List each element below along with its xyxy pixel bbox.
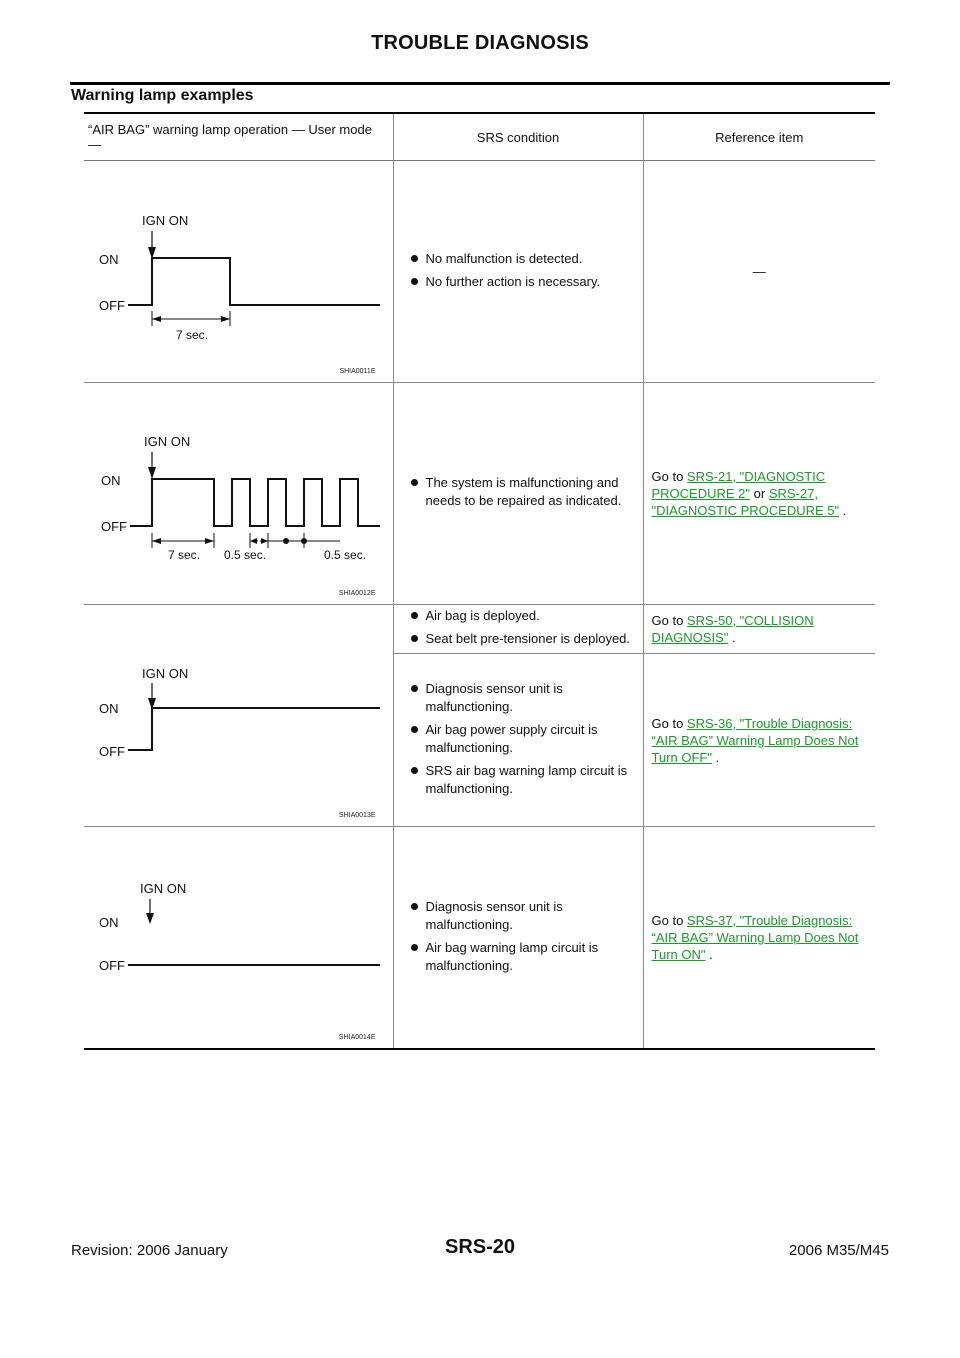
- reference-prefix: Go to: [651, 613, 687, 628]
- lamp-signal-line: [128, 707, 380, 751]
- column-header-condition: SRS condition: [392, 112, 643, 161]
- condition-item: The system is malfunctioning and needs t…: [410, 474, 643, 510]
- lamp-diagram-cell: IGN ON ON OFF 7 sec. SHIA0011E: [84, 160, 393, 383]
- ign-on-label: IGN ON: [142, 213, 188, 228]
- condition-item: Diagnosis sensor unit is malfunctioning.: [410, 898, 643, 934]
- on-label: ON: [99, 252, 119, 267]
- condition-cell: Air bag is deployed. Seat belt pre-tensi…: [392, 604, 643, 654]
- ign-on-label: IGN ON: [144, 434, 190, 449]
- table-row: Diagnosis sensor unit is malfunctioning.…: [84, 653, 875, 827]
- footer-revision: Revision: 2006 January: [71, 1242, 228, 1259]
- ign-on-label: IGN ON: [142, 666, 188, 681]
- lamp-diagram-cell: IGN ON ON OFF SHIA0014E: [84, 826, 393, 1050]
- ign-on-label: IGN ON: [140, 881, 186, 896]
- reference-cell: Go to SRS-37, "Trouble Diagnosis: “AIR B…: [642, 826, 875, 1050]
- lamp-timing-diagram: IGN ON ON OFF: [99, 666, 380, 759]
- reference-link-srs-37[interactable]: SRS-37, "Trouble Diagnosis: “AIR BAG” Wa…: [651, 913, 859, 962]
- reference-suffix: .: [839, 503, 847, 518]
- lamp-diagram-cell: IGN ON ON OFF 7 sec. 0.5 sec: [84, 382, 393, 605]
- lamp-timing-diagram: IGN ON ON OFF 7 sec. 0.5 sec: [101, 434, 380, 562]
- reference-link-srs-21[interactable]: SRS-21, "DIAGNOSTIC PROCEDURE 2": [651, 469, 826, 501]
- footer-model: 2006 M35/M45: [788, 1242, 889, 1259]
- duration-label: 7 sec.: [176, 328, 208, 342]
- condition-item: Air bag is deployed.: [410, 607, 643, 625]
- table-row: IGN ON ON OFF SHIA0014E Diagnosis sensor…: [84, 826, 875, 1050]
- column-header-operation: “AIR BAG” warning lamp operation — User …: [84, 112, 393, 161]
- off-label: OFF: [99, 298, 125, 313]
- blink-duration-label: 0.5 sec.: [324, 548, 366, 562]
- reference-prefix: Go to: [651, 715, 687, 731]
- lamp-timing-diagram: IGN ON ON OFF 7 sec.: [99, 213, 380, 342]
- page-title: TROUBLE DIAGNOSIS: [371, 32, 589, 54]
- column-header-reference: Reference item: [642, 112, 875, 161]
- table-row: IGN ON ON OFF SHIA0013E Air bag is deplo…: [84, 604, 875, 827]
- condition-cell: Diagnosis sensor unit is malfunctioning.…: [392, 826, 643, 1050]
- reference-link-srs-36[interactable]: SRS-36, "Trouble Diagnosis: “AIR BAG” Wa…: [651, 715, 859, 765]
- title-rule: [70, 82, 890, 85]
- condition-cell: No malfunction is detected. No further a…: [392, 160, 643, 383]
- lamp-diagram-cell: IGN ON ON OFF SHIA0013E: [84, 604, 393, 827]
- condition-item: Air bag warning lamp circuit is malfunct…: [410, 939, 643, 975]
- reference-link-srs-27[interactable]: SRS-27, "DIAGNOSTIC PROCEDURE 5": [651, 486, 840, 518]
- reference-suffix: .: [711, 749, 720, 765]
- on-label: ON: [99, 915, 119, 930]
- warning-lamp-table: “AIR BAG” warning lamp operation — User …: [84, 112, 875, 1050]
- reference-prefix: Go to: [651, 913, 687, 928]
- footer-page-number: SRS-20: [444, 1236, 516, 1258]
- no-reference-dash: —: [752, 264, 766, 279]
- lamp-signal-line: [128, 257, 380, 306]
- condition-cell: The system is malfunctioning and needs t…: [392, 382, 643, 605]
- reference-link-srs-50[interactable]: SRS-50, "COLLISION DIAGNOSIS": [651, 613, 814, 645]
- condition-item: Seat belt pre-tensioner is deployed.: [410, 630, 643, 648]
- on-label: ON: [99, 701, 119, 716]
- reference-suffix: .: [728, 630, 736, 645]
- figure-code: SHIA0012E: [338, 590, 376, 597]
- reference-cell: Go to SRS-36, "Trouble Diagnosis: “AIR B…: [642, 653, 875, 827]
- figure-code: SHIA0011E: [339, 368, 376, 375]
- reference-cell: —: [642, 160, 875, 383]
- table-row: IGN ON ON OFF 7 sec. 0.5 sec: [84, 382, 875, 605]
- table-row: IGN ON ON OFF 7 sec. SHIA0011E No malfun…: [84, 160, 875, 383]
- figure-code: SHIA0013E: [338, 812, 376, 819]
- condition-item: Diagnosis sensor unit is malfunctioning.: [410, 680, 643, 716]
- off-label: OFF: [101, 519, 127, 534]
- duration-label: 7 sec.: [168, 548, 200, 562]
- figure-code: SHIA0014E: [338, 1034, 376, 1041]
- section-heading: Warning lamp examples: [71, 87, 254, 104]
- reference-suffix: .: [705, 947, 713, 962]
- reference-cell: Go to SRS-21, "DIAGNOSTIC PROCEDURE 2" o…: [642, 382, 875, 605]
- table-header-row: “AIR BAG” warning lamp operation — User …: [84, 112, 875, 161]
- blink-duration-label: 0.5 sec.: [224, 548, 266, 562]
- condition-item: Air bag power supply circuit is malfunct…: [410, 721, 643, 757]
- off-label: OFF: [99, 744, 125, 759]
- condition-cell: Diagnosis sensor unit is malfunctioning.…: [392, 653, 643, 827]
- on-label: ON: [101, 473, 121, 488]
- reference-prefix: Go to: [651, 469, 687, 484]
- lamp-signal-line: [130, 478, 380, 527]
- reference-connector: or: [750, 486, 769, 501]
- off-label: OFF: [99, 958, 125, 973]
- lamp-timing-diagram: IGN ON ON OFF: [99, 881, 380, 973]
- condition-item: SRS air bag warning lamp circuit is malf…: [410, 762, 643, 798]
- reference-cell: Go to SRS-50, "COLLISION DIAGNOSIS" .: [642, 604, 875, 654]
- condition-item: No further action is necessary.: [410, 273, 643, 291]
- condition-item: No malfunction is detected.: [410, 250, 643, 268]
